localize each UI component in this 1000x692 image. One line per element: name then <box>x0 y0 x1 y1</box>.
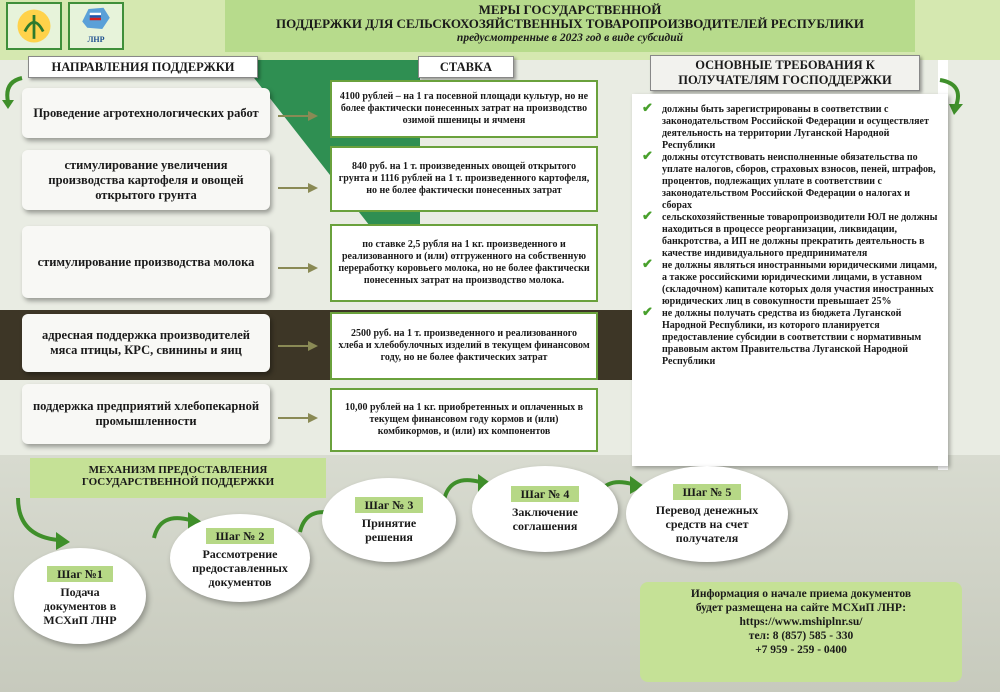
curved-arrow-icon <box>939 78 963 115</box>
arrow-right-icon <box>278 341 318 351</box>
curved-arrow-icon <box>2 76 23 109</box>
rate-header: СТАВКА <box>418 56 514 78</box>
logos: ЛНР <box>6 2 126 52</box>
requirement-text: сельскохозяйственные товаропроизводители… <box>662 212 938 259</box>
arrow-right-icon <box>278 111 318 121</box>
info-line: Информация о начале приема документов <box>690 588 912 600</box>
step-label: Шаг № 5 <box>672 483 742 500</box>
step-text: Заключение соглашения <box>512 504 578 533</box>
step-3: Шаг № 3 Принятие решения <box>322 478 456 562</box>
requirements-header-line-1: ОСНОВНЫЕ ТРЕБОВАНИЯ К <box>695 58 875 72</box>
step-2: Шаг № 2 Рассмотрение предоставленных док… <box>170 514 310 602</box>
rate-item: 840 руб. на 1 т. произведенных овощей от… <box>330 146 598 212</box>
requirement-text: должны отсутствовать неисполненные обяза… <box>662 152 936 211</box>
phone-1: тел: 8 (857) 585 - 330 <box>748 630 854 642</box>
check-icon: ✔ <box>642 208 653 223</box>
direction-item: Проведение агротехнологических работ <box>22 88 270 138</box>
direction-item: поддержка предприятий хлебопекарной пром… <box>22 384 270 444</box>
emblem-logo <box>6 2 62 50</box>
check-icon: ✔ <box>642 304 653 319</box>
step-text: Принятие решения <box>361 515 417 544</box>
title-line-1: МЕРЫ ГОСУДАРСТВЕННОЙ <box>478 2 662 17</box>
step-text: Перевод денежных средств на счет получат… <box>655 502 759 545</box>
rate-item: 10,00 рублей на 1 кг. приобретенных и оп… <box>330 388 598 452</box>
curved-arrow-icon <box>16 497 70 550</box>
arrow-right-icon <box>278 183 318 193</box>
check-icon: ✔ <box>642 100 653 115</box>
step-text: Рассмотрение предоставленных документов <box>192 546 288 589</box>
website-link[interactable]: https://www.mshiplnr.su/ <box>739 616 863 628</box>
info-box: Информация о начале приема документов бу… <box>640 582 962 682</box>
direction-item: стимулирование увеличения производства к… <box>22 150 270 210</box>
requirement-item: ✔ должны быть зарегистрированы в соответс… <box>640 100 940 152</box>
directions-header: НАПРАВЛЕНИЯ ПОДДЕРЖКИ <box>28 56 258 78</box>
mechanism-header: МЕХАНИЗМ ПРЕДОСТАВЛЕНИЯ ГОСУДАРСТВЕННОЙ … <box>30 458 326 498</box>
direction-item: адресная поддержка производителей мяса п… <box>22 314 270 372</box>
step-label: Шаг № 4 <box>510 485 580 502</box>
title-line-2: ПОДДЕРЖКИ ДЛЯ СЕЛЬСКОХОЗЯЙСТВЕННЫХ ТОВАР… <box>276 16 864 31</box>
lnr-map-logo: ЛНР <box>68 2 124 50</box>
title-subtitle: предусмотренные в 2023 год в виде субсид… <box>456 32 684 44</box>
step-text: Подача документов в МСХиП ЛНР <box>43 584 117 627</box>
requirement-item: ✔ не должны являться иностранными юридиче… <box>640 256 940 308</box>
arrow-right-icon <box>278 413 318 423</box>
step-1: Шаг №1 Подача документов в МСХиП ЛНР <box>14 548 146 644</box>
requirement-item: ✔ сельскохозяйственные товаропроизводител… <box>640 208 940 260</box>
rate-item: 4100 рублей – на 1 га посевной площади к… <box>330 80 598 138</box>
rate-item: по ставке 2,5 рубля на 1 кг. произведенн… <box>330 224 598 302</box>
step-label: Шаг №1 <box>47 565 113 582</box>
mechanism-header-line-1: МЕХАНИЗМ ПРЕДОСТАВЛЕНИЯ <box>88 464 268 476</box>
requirement-text: не должны являться иностранными юридичес… <box>662 260 937 307</box>
requirement-text: должны быть зарегистрированы в соответст… <box>662 104 929 151</box>
requirement-text: не должны получать средства из бюджета Л… <box>662 308 922 367</box>
direction-item: стимулирование производства молока <box>22 226 270 298</box>
step-4: Шаг № 4 Заключение соглашения <box>472 466 618 552</box>
page-title: МЕРЫ ГОСУДАРСТВЕННОЙ ПОДДЕРЖКИ ДЛЯ СЕЛЬС… <box>225 0 915 52</box>
rate-item: 2500 руб. на 1 т. произведенного и реали… <box>330 312 598 380</box>
requirement-item: ✔ не должны получать средства из бюджета … <box>640 304 940 368</box>
requirements-list: ✔ должны быть зарегистрированы в соответс… <box>632 94 948 466</box>
requirements-header-line-2: ПОЛУЧАТЕЛЯМ ГОСПОДДЕРЖКИ <box>678 73 892 87</box>
requirements-header: ОСНОВНЫЕ ТРЕБОВАНИЯ К ПОЛУЧАТЕЛЯМ ГОСПОД… <box>650 55 920 91</box>
lnr-label: ЛНР <box>87 35 105 44</box>
step-5: Шаг № 5 Перевод денежных средств на счет… <box>626 466 788 562</box>
info-line: будет размещена на сайте МСХиП ЛНР: <box>695 602 907 614</box>
check-icon: ✔ <box>642 256 653 271</box>
step-label: Шаг № 3 <box>354 496 424 513</box>
mechanism-header-line-2: ГОСУДАРСТВЕННОЙ ПОДДЕРЖКИ <box>81 476 275 488</box>
phone-2: +7 959 - 259 - 0400 <box>755 644 847 656</box>
check-icon: ✔ <box>642 148 653 163</box>
arrow-right-icon <box>278 263 318 273</box>
requirement-item: ✔ должны отсутствовать неисполненные обяз… <box>640 148 940 212</box>
step-label: Шаг № 2 <box>205 527 275 544</box>
